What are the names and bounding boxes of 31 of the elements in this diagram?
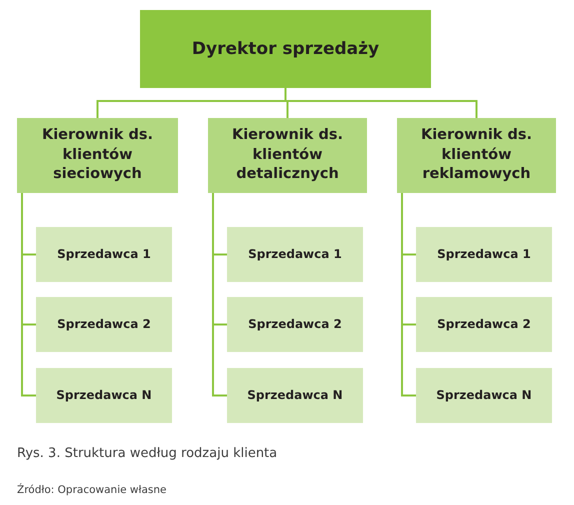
seller-box: [36, 297, 172, 352]
box-label: Sprzedawca N: [436, 387, 532, 404]
manager-box: [17, 118, 178, 193]
box-label: Sprzedawca 2: [57, 316, 151, 333]
figure-caption: Rys. 3. Struktura według rodzaju klienta: [17, 446, 278, 461]
seller-box: [227, 368, 363, 423]
box-label: Kierownik ds. klientów detalicznych: [230, 126, 344, 184]
seller-box: [227, 297, 363, 352]
source-note: Źródło: Opracowanie własne: [17, 484, 167, 496]
box-label: Sprzedawca N: [56, 387, 152, 404]
manager-box: [208, 118, 367, 193]
box-label: Kierownik ds. klientów reklamowych: [420, 126, 534, 184]
box-label: Dyrektor sprzedaży: [192, 38, 380, 60]
box-label: Sprzedawca 1: [57, 246, 151, 263]
director-box: [140, 10, 431, 88]
seller-box: [36, 227, 172, 282]
seller-box: [416, 227, 552, 282]
connector-line: [212, 193, 227, 396]
seller-box: [416, 297, 552, 352]
box-label: Kierownik ds. klientów sieciowych: [40, 126, 154, 184]
seller-box: [36, 368, 172, 423]
seller-box: [227, 227, 363, 282]
connector-line: [401, 193, 416, 396]
box-label: Sprzedawca 2: [437, 316, 531, 333]
box-label: Sprzedawca 1: [248, 246, 342, 263]
box-label: Sprzedawca 2: [248, 316, 342, 333]
seller-box: [416, 368, 552, 423]
manager-box: [397, 118, 556, 193]
connector-line: [21, 193, 36, 396]
box-label: Sprzedawca N: [247, 387, 343, 404]
box-label: Sprzedawca 1: [437, 246, 531, 263]
